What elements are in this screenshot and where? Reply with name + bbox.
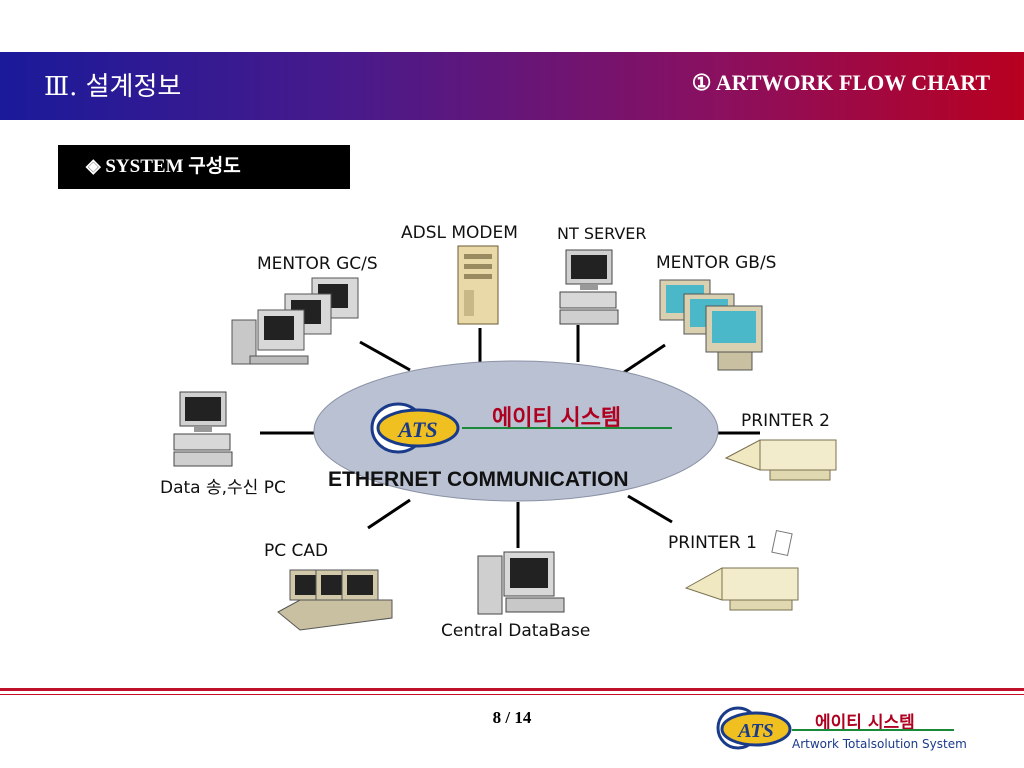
link-pc-cad (367, 498, 411, 530)
footer-company-name: 에이티 시스템 (815, 713, 915, 733)
hub-ats-logo: ATS (370, 402, 460, 454)
link-printer1 (627, 494, 673, 524)
connector-lines (260, 325, 760, 548)
mentor-gbs-label: MENTOR GB/S (656, 253, 777, 273)
mentor-gcs-label: MENTOR GC/S (257, 254, 378, 274)
footer-green-line (792, 729, 954, 731)
hub-company-name: 에이티 시스템 (492, 406, 622, 431)
footer-logo-text: ATS (736, 720, 774, 742)
printer2-label: PRINTER 2 (741, 411, 830, 431)
adsl-modem-label: ADSL MODEM (401, 223, 518, 243)
printer1-icon (684, 529, 799, 611)
footer-divider (0, 688, 1024, 691)
footer-tagline: Artwork Totalsolution System (792, 737, 967, 751)
page-number: 8 / 14 (492, 708, 532, 727)
pc-cad-label: PC CAD (264, 541, 329, 561)
system-config-label: ◈ SYSTEM 구성도 (58, 145, 350, 189)
pc-cad-icon (277, 569, 393, 631)
nt-server-label: NT SERVER (557, 224, 647, 243)
header-banner: Ⅲ. 설계정보 ① ARTWORK FLOW CHART (0, 52, 1024, 120)
central-db-icon (477, 551, 565, 615)
printer2-icon (724, 439, 837, 481)
link-mentor-gcs (359, 340, 411, 372)
data-pc-icon (173, 391, 233, 467)
section-title: Ⅲ. 설계정보 (44, 72, 182, 102)
nt-server-icon (559, 249, 619, 325)
mentor-gcs-icon (231, 277, 359, 365)
ethernet-hub-ellipse (313, 360, 719, 502)
hub-logo-text: ATS (396, 417, 437, 442)
data-pc-label: Data 송,수신 PC (160, 478, 286, 498)
central-db-label: Central DataBase (441, 621, 591, 641)
footer-divider-thin (0, 694, 1024, 695)
adsl-modem-icon (457, 245, 499, 325)
page-title: ① ARTWORK FLOW CHART (691, 70, 990, 95)
mentor-gbs-icon (659, 279, 763, 371)
footer-ats-logo: ATS (716, 706, 792, 750)
link-mentor-gbs (619, 343, 666, 377)
printer1-label: PRINTER 1 (668, 533, 757, 553)
ethernet-label: ETHERNET COMMUNICATION (328, 468, 629, 491)
